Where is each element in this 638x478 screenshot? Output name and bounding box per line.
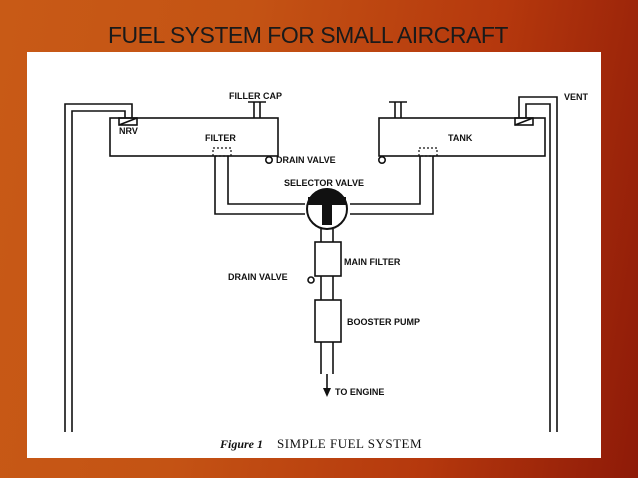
pipe-filter-to-pump bbox=[320, 276, 334, 300]
slide-title: FUEL SYSTEM FOR SMALL AIRCRAFT bbox=[108, 22, 508, 48]
filler-cap-label: FILLER CAP bbox=[229, 91, 282, 101]
right-feed-pipe bbox=[350, 156, 434, 215]
filter-label: FILTER bbox=[205, 133, 236, 143]
main-filter-label: MAIN FILTER bbox=[344, 257, 401, 267]
right-vent-valve bbox=[514, 117, 534, 126]
fuel-system-diagram: FILLER CAP VENT NRV FILTER TANK DRAIN VA… bbox=[64, 91, 589, 451]
left-tank-filter bbox=[212, 147, 232, 157]
filler-cap-right bbox=[389, 101, 407, 118]
main-drain-valve bbox=[307, 276, 315, 284]
diagram-panel: FILLER CAP VENT NRV FILTER TANK DRAIN VA… bbox=[27, 52, 601, 458]
pipe-to-engine bbox=[320, 342, 334, 374]
booster-pump bbox=[314, 299, 342, 343]
to-engine-label: TO ENGINE bbox=[335, 387, 384, 397]
booster-pump-label: BOOSTER PUMP bbox=[347, 317, 420, 327]
main-filter bbox=[314, 241, 342, 277]
figure-caption: SIMPLE FUEL SYSTEM bbox=[277, 436, 422, 451]
left-tank bbox=[109, 117, 279, 157]
filler-cap-left bbox=[248, 101, 266, 118]
nrv-valve bbox=[118, 117, 138, 126]
selector-valve-label: SELECTOR VALVE bbox=[284, 178, 364, 188]
selector-valve bbox=[306, 188, 348, 230]
nrv-label: NRV bbox=[119, 126, 138, 136]
drain-valve-label-bottom: DRAIN VALVE bbox=[228, 272, 288, 282]
drain-valve-label-top: DRAIN VALVE bbox=[276, 155, 336, 165]
right-tank bbox=[378, 117, 546, 157]
right-tank-drain-valve bbox=[377, 156, 386, 165]
vent-label: VENT bbox=[564, 92, 589, 102]
figure-number: Figure 1 bbox=[219, 437, 263, 451]
pipe-selector-to-filter bbox=[320, 229, 334, 242]
right-vent-pipe bbox=[518, 96, 558, 432]
left-feed-pipe bbox=[214, 156, 305, 215]
left-tank-drain-valve bbox=[265, 156, 274, 165]
to-engine-arrow bbox=[323, 374, 331, 397]
tank-label: TANK bbox=[448, 133, 473, 143]
left-vent-pipe bbox=[64, 103, 133, 432]
right-tank-filter bbox=[418, 147, 438, 157]
